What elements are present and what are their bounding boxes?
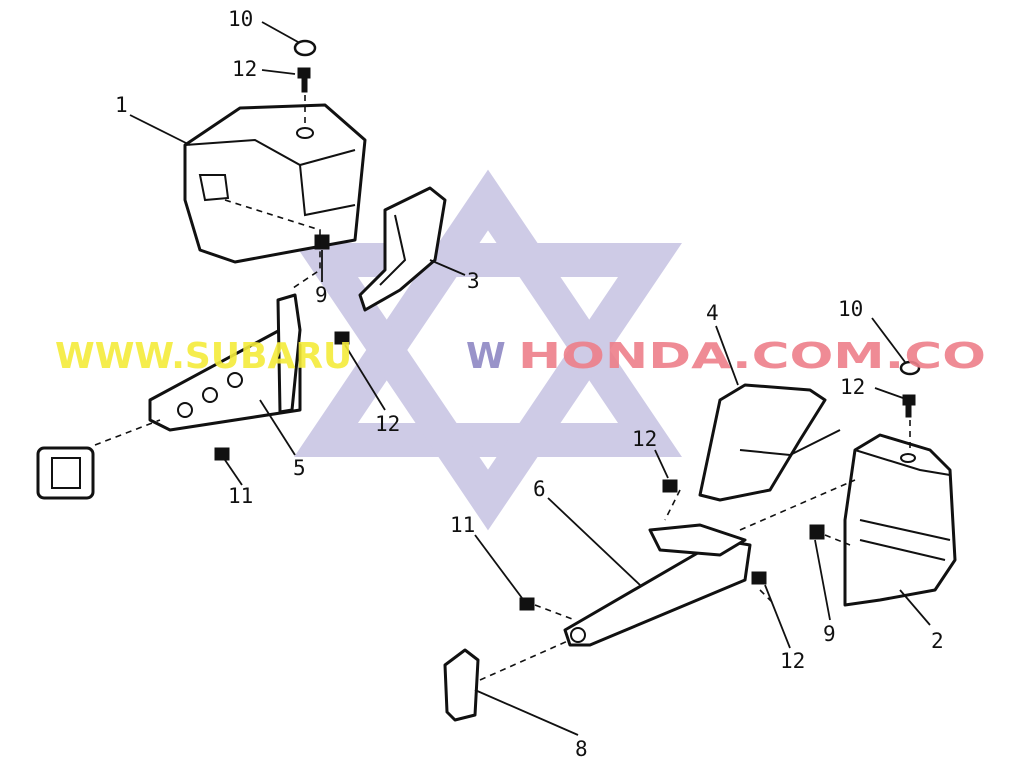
callout-labels: 10 12 1 3 9 12 5 11 4 10 12 12 6 11 9 2 … [115,7,944,761]
callout-12: 12 [840,375,865,399]
text-watermark: WWW.SUBARU W HONDA.COM.CO [55,336,986,377]
callout-12: 12 [232,57,257,81]
leader-lines [129,21,931,736]
callout-9: 9 [823,622,836,646]
callout-8: 8 [575,737,588,761]
callout-3: 3 [467,269,480,293]
part-3-bracket-cover [358,186,447,312]
callout-12: 12 [632,427,657,451]
assembly-lines [94,95,911,681]
callout-12: 12 [780,649,805,673]
watermark-w: W [466,336,506,377]
part-2-bumper-end-right [843,433,957,607]
watermark-subaru: WWW.SUBARU [55,336,352,377]
watermark-honda: HONDA.COM.CO [518,336,986,377]
part-6-bracket [563,523,752,647]
callout-12: 12 [375,412,400,436]
star-watermark [294,169,682,531]
part-4-bracket-cover [698,383,841,502]
part-8-pad [443,648,480,722]
callout-11: 11 [450,513,475,537]
callout-9: 9 [315,283,328,307]
callout-4: 4 [706,301,719,325]
callout-11: 11 [228,484,253,508]
callout-1: 1 [115,93,128,117]
callout-6: 6 [533,477,546,501]
pad-left [36,446,95,500]
part-1-bumper-end-left [183,103,367,264]
callout-2: 2 [931,629,944,653]
callout-10: 10 [228,7,253,31]
callout-5: 5 [293,456,306,480]
fasteners [214,39,921,611]
callout-10: 10 [838,297,863,321]
